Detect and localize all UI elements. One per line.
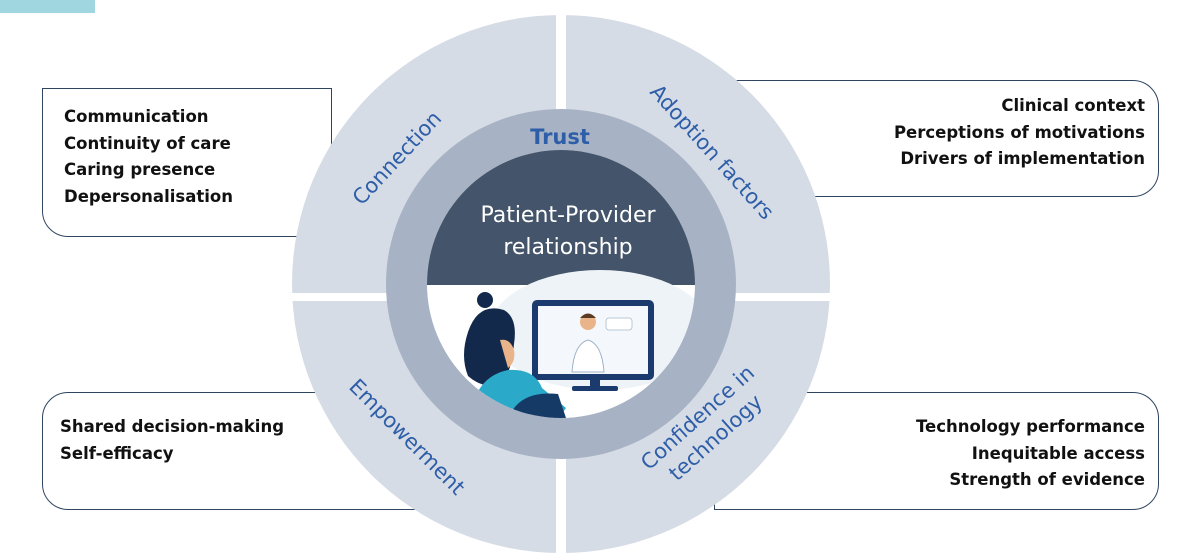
list-item: Communication [64,107,209,126]
list-item: Drivers of implementation [900,149,1145,168]
adoption-factors-list: Clinical context Perceptions of motivati… [894,93,1145,173]
empowerment-factors-list: Shared decision-making Self-efficacy [60,414,284,467]
connection-factors-list: Communication Continuity of care Caring … [64,104,233,210]
list-item: Inequitable access [971,443,1145,463]
list-item: Self-efficacy [60,443,174,463]
list-item: Perceptions of motivations [893,122,1145,142]
confidence-factors-list: Technology performance Inequitable acces… [916,414,1145,494]
center-title-line2: relationship [503,235,633,260]
list-item: Shared decision-making [60,417,285,436]
list-item: Technology performance [915,417,1145,436]
segment-dividers [285,10,837,554]
list-item: Clinical context [1001,96,1145,115]
corner-accent-bar [0,0,95,13]
confidence-factors-box: Technology performance Inequitable acces… [714,392,1159,510]
list-item: Caring presence [64,160,216,179]
list-item: Strength of evidence [949,470,1145,489]
trust-label: Trust [530,125,590,149]
list-item: Continuity of care [64,133,231,153]
center-title-line1: Patient-Provider [480,203,656,228]
list-item: Depersonalisation [64,186,233,206]
center-title: Patient-Provider relationship [450,200,686,264]
